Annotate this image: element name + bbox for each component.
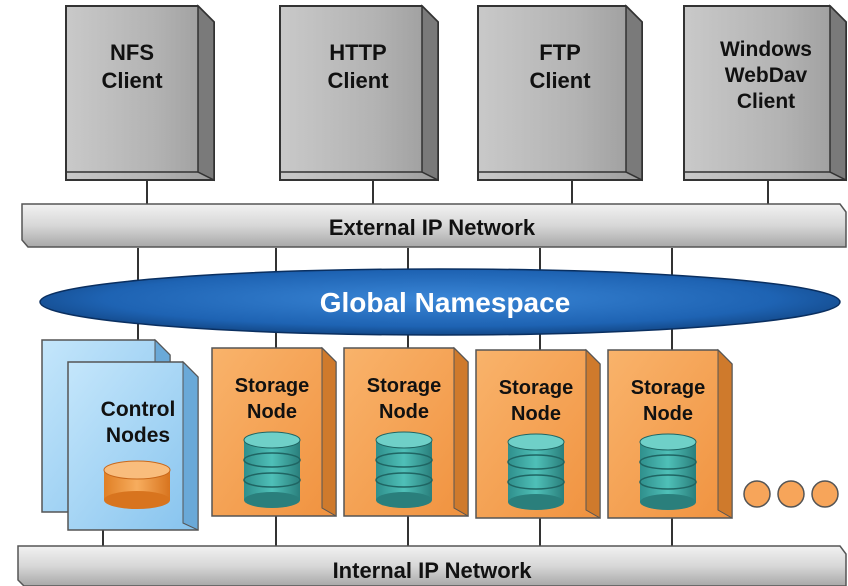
global-namespace: Global Namespace <box>39 268 841 336</box>
internal-network-bar: Internal IP Network <box>17 545 847 586</box>
ftp-client-label-line1: FTP <box>539 40 581 65</box>
more-nodes-ellipsis-icon <box>743 480 839 508</box>
storage-node-2: Storage Node <box>343 346 469 517</box>
storage-node-3-label-line2: Node <box>511 403 561 425</box>
storage-node-2-label-line1: Storage <box>367 375 441 397</box>
storage-node-4: Storage Node <box>607 348 733 519</box>
external-network-bar: External IP Network <box>21 203 847 248</box>
internal-network-label: Internal IP Network <box>333 558 533 583</box>
control-nodes-label-line2: Nodes <box>106 424 170 447</box>
nfs-client-label-line2: Client <box>101 68 163 93</box>
control-nodes: Control Nodes <box>41 338 199 531</box>
control-nodes-label-line1: Control <box>101 398 176 421</box>
webdav-client-label-line2: WebDav <box>725 64 808 87</box>
global-namespace-label: Global Namespace <box>320 287 571 318</box>
client-box-ftp: FTP Client <box>477 4 643 182</box>
client-connectors <box>146 180 769 205</box>
client-box-webdav: Windows WebDav Client <box>683 4 847 182</box>
storage-node-3-disk-stack <box>507 433 565 510</box>
storage-node-1: Storage Node <box>211 346 337 517</box>
storage-node-3-label-line1: Storage <box>499 377 573 399</box>
storage-node-4-label-line1: Storage <box>631 377 705 399</box>
external-network-label: External IP Network <box>329 215 536 240</box>
http-client-label-line2: Client <box>327 68 389 93</box>
storage-node-1-label-line1: Storage <box>235 375 309 397</box>
storage-node-4-disk-stack <box>639 433 697 510</box>
storage-node-2-disk-stack <box>375 431 433 508</box>
webdav-client-label-line1: Windows <box>720 38 812 61</box>
client-box-http: HTTP Client <box>279 4 439 182</box>
ftp-client-label-line2: Client <box>529 68 591 93</box>
http-client-label-line1: HTTP <box>329 40 386 65</box>
client-box-nfs: NFS Client <box>65 4 215 182</box>
storage-node-1-disk-stack <box>243 431 301 508</box>
webdav-client-label-line3: Client <box>737 90 795 113</box>
storage-node-4-label-line2: Node <box>643 403 693 425</box>
nfs-client-label-line1: NFS <box>110 40 154 65</box>
storage-node-3: Storage Node <box>475 348 601 519</box>
storage-node-2-label-line2: Node <box>379 401 429 423</box>
control-disk <box>103 460 171 509</box>
storage-node-1-label-line2: Node <box>247 401 297 423</box>
